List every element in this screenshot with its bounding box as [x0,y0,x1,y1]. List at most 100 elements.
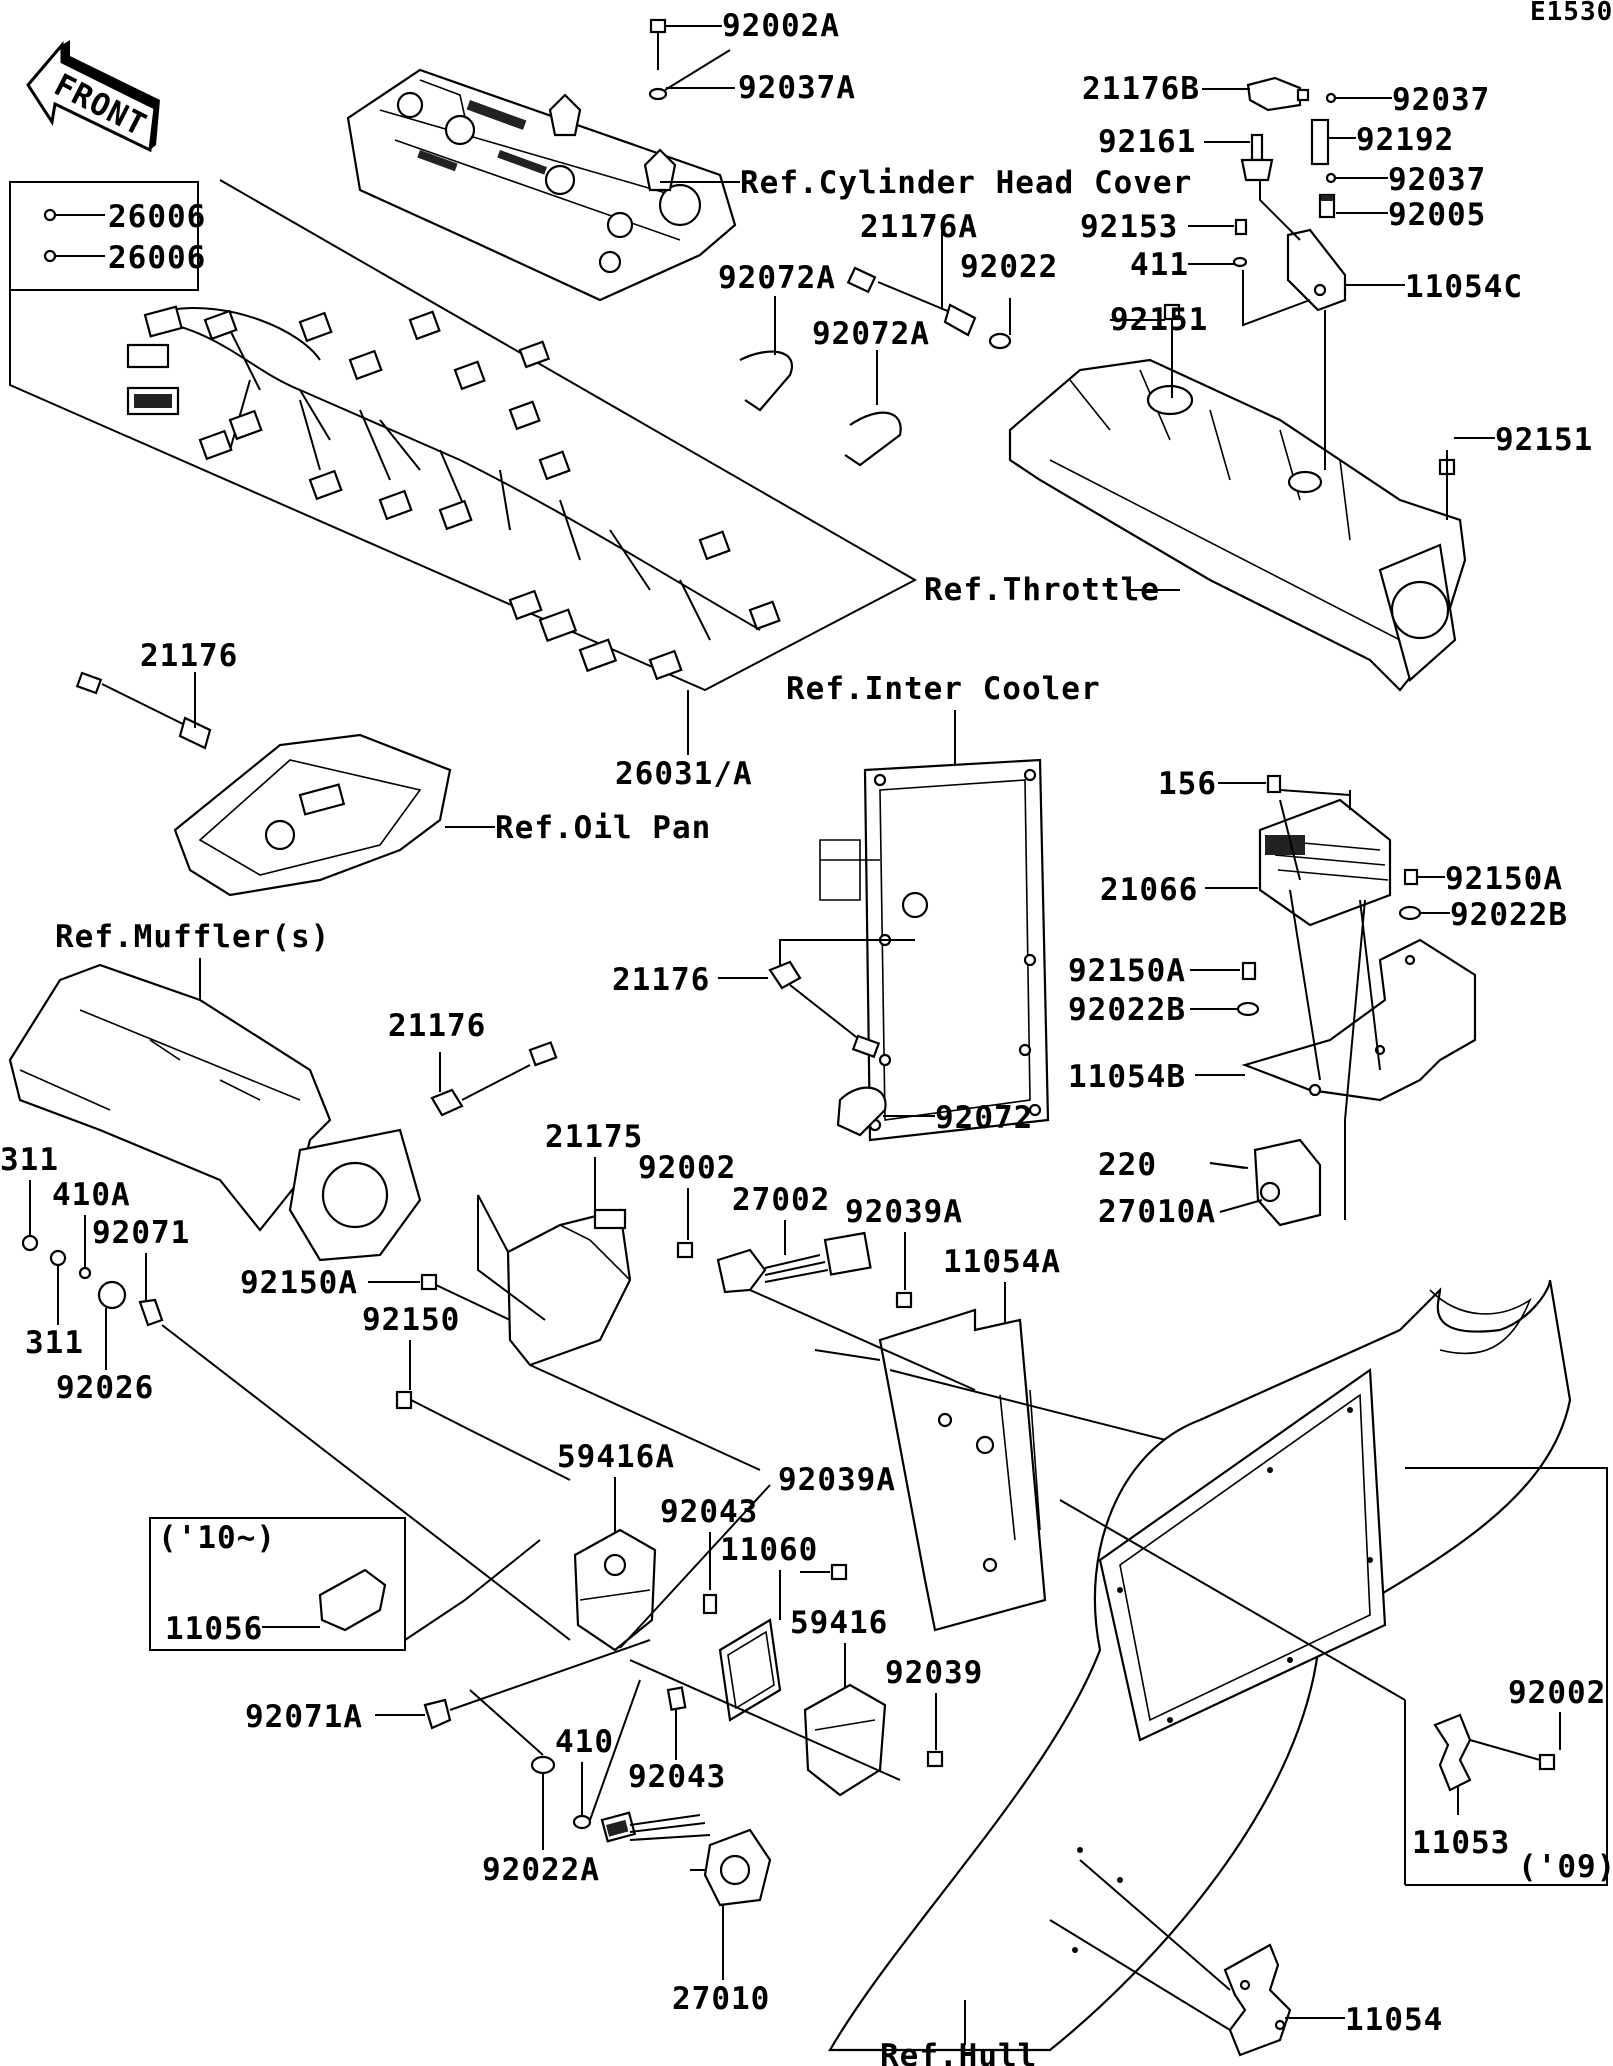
band-92072A-2 [844,411,902,467]
cylinder-head-cover [346,68,737,302]
clip-26006-2 [43,249,57,263]
band-92072 [836,1086,887,1137]
label-27010A: 27010A [1098,1194,1216,1230]
bolt-92150A-2 [1241,961,1257,981]
label-ref-muffler: Ref.Muffler(s) [55,919,330,955]
bolt-92153 [1234,218,1248,236]
oring-92037-top [1325,92,1337,104]
label-92153: 92153 [1080,209,1178,245]
label-92026: 92026 [56,1370,154,1406]
label-21175: 21175 [545,1119,643,1155]
label-21176B: 21176B [1082,71,1200,107]
bracket-11054B [1241,938,1477,1102]
pin-92043-top [702,1593,718,1615]
label-92037A: 92037A [738,70,856,106]
label-59416: 59416 [790,1605,888,1641]
nut-311-1 [21,1234,39,1252]
label-11054A: 11054A [943,1244,1061,1280]
label-ref-throttle: Ref.Throttle [924,572,1160,608]
label-92150A-3: 92150A [240,1265,358,1301]
bolt-92150A-1 [1403,868,1419,886]
label-11056: 11056 [165,1611,263,1647]
washer-410 [572,1814,592,1830]
label-ref-cylinder-head-cover: Ref.Cylinder Head Cover [740,165,1192,201]
label-year-09: ('09) [1518,1849,1613,1885]
sensor-27010 [600,1811,772,1907]
sensor-21176-intercooler [768,960,881,1059]
washer-92022A [530,1755,556,1775]
label-11054B: 11054B [1068,1059,1186,1095]
label-92071A: 92071A [245,1699,363,1735]
label-220: 220 [1098,1147,1157,1183]
washer-410A [78,1266,92,1280]
inter-cooler [819,758,1050,1142]
fitting-92005 [1318,193,1336,219]
pipe-92192 [1310,118,1330,166]
label-92072A-1: 92072A [718,260,836,296]
label-21176-oilpan: 21176 [140,638,238,674]
bolt-92002-right [1538,1753,1556,1771]
label-21176-intercooler: 21176 [612,962,710,998]
label-92150A-2: 92150A [1068,953,1186,989]
oil-pan [173,733,452,897]
label-92151-1: 92151 [1110,302,1208,338]
bracket-11054 [1223,1943,1292,2057]
bolt-92002-left [676,1241,694,1259]
diagram-code: E1530 [1530,0,1613,27]
bracket-11053 [1433,1713,1472,1792]
variant-box-10-on [149,1517,406,1651]
label-26006-2: 26006 [108,240,206,276]
sensor-21176B [1246,76,1310,112]
label-ref-hull: Ref.Hull [880,2038,1037,2066]
bolt-92039A-top [895,1291,913,1309]
throttle-intake [1008,303,1467,692]
label-92151-2: 92151 [1495,422,1593,458]
label-92150: 92150 [362,1302,460,1338]
label-59416A: 59416A [557,1439,675,1475]
label-11054C: 11054C [1405,269,1523,305]
bolt-92150 [395,1390,471,1431]
label-92039A-top: 92039A [845,1194,963,1230]
label-21176A: 21176A [860,209,978,245]
sensor-21176A [846,266,977,337]
gasket-11060 [718,1618,782,1722]
label-92150A-1: 92150A [1445,861,1563,897]
label-92043-top: 92043 [660,1494,758,1530]
label-92037-bottom: 92037 [1388,162,1486,198]
label-11053: 11053 [1412,1825,1510,1861]
grommet-92037A [648,49,731,101]
nut-311-2 [49,1249,67,1267]
label-92022: 92022 [960,249,1058,285]
bracket-59416 [803,1683,887,1797]
band-92072A-1 [739,350,793,412]
bolt-92150A-3 [420,1273,438,1291]
sensor-92161 [1240,133,1274,182]
label-21176-muffler: 21176 [388,1008,486,1044]
label-311-bottom: 311 [25,1325,84,1361]
label-92005: 92005 [1388,197,1486,233]
bracket-11054C [1286,228,1347,312]
harness-boundary [9,179,918,692]
grommet-92026 [97,1280,127,1310]
bracket-59416A [573,1528,657,1652]
label-year-10-on: ('10~) [158,1520,276,1556]
washer-92022B-2 [1236,1001,1260,1017]
label-11060: 11060 [720,1532,818,1568]
wiring-harness-26031A [126,305,781,681]
bolt-156 [1266,774,1282,794]
label-92002-right: 92002 [1508,1675,1606,1711]
label-311-top: 311 [0,1142,59,1178]
label-92022B-2: 92022B [1068,992,1186,1028]
label-11054: 11054 [1345,2002,1443,2038]
label-92037-top: 92037 [1392,82,1490,118]
label-92022A: 92022A [482,1852,600,1888]
label-92072: 92072 [935,1100,1033,1136]
damper-92071A [423,1698,452,1730]
clip-26006-1 [43,208,57,222]
label-92022B-1: 92022B [1450,897,1568,933]
label-92072A-2: 92072A [812,316,930,352]
variant-box-09 [1404,1467,1608,1886]
muffler [8,963,422,1262]
sensor-27002 [716,1231,872,1294]
washer-92022 [988,332,1012,350]
